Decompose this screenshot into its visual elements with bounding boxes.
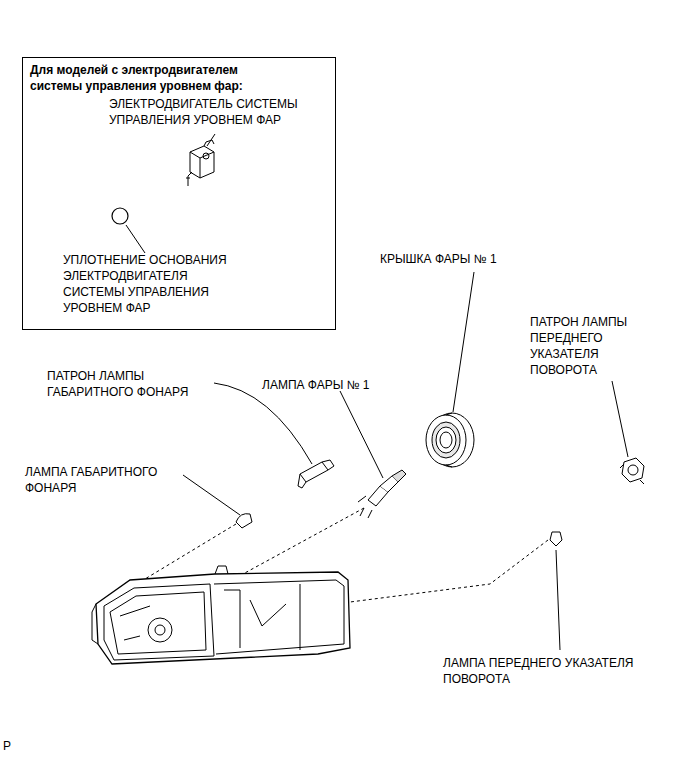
figure-code: P [3, 738, 23, 754]
position-bulb [236, 514, 252, 528]
leveling-motor [186, 140, 214, 186]
note-heading: Для моделей с электродвигателем системы … [30, 62, 280, 94]
headlamp-housing [92, 566, 350, 664]
leader-line [556, 550, 560, 650]
leader-line [126, 225, 145, 253]
part-name: ЛАМПА ФАРЫ № 1 [262, 377, 392, 393]
leader-line [612, 381, 628, 457]
leader-line [340, 391, 383, 478]
headlamp-cover [426, 413, 474, 467]
seal-ring [112, 208, 128, 224]
part-name: ЛАМПА ГАБАРИТНОГО ФОНАРЯ [25, 464, 175, 496]
part-name: КРЫШКА ФАРЫ № 1 [380, 251, 520, 267]
part-name: ЭЛЕКТРОДВИГАТЕЛЬ СИСТЕМЫ УПРАВЛЕНИЯ УРОВ… [109, 96, 314, 128]
part-name: ЛАМПА ПЕРЕДНЕГО УКАЗАТЕЛЯ ПОВОРОТА [443, 655, 678, 687]
turn-socket [620, 458, 644, 484]
note-box: Для моделей с электродвигателем системы … [22, 57, 336, 330]
headlamp-bulb [358, 470, 406, 518]
part-name: ПАТРОН ЛАМПЫ ПЕРЕДНЕГО УКАЗАТЕЛЯ ПОВОРОТ… [530, 314, 630, 378]
position-socket [298, 460, 334, 488]
part-name: УПЛОТНЕНИЕ ОСНОВАНИЯ ЭЛЕКТРОДВИГАТЕЛЯ СИ… [63, 252, 238, 316]
leader-line [207, 134, 215, 146]
leader-line [214, 383, 312, 464]
turn-bulb [550, 532, 562, 546]
part-name: ПАТРОН ЛАМПЫ ГАБАРИТНОГО ФОНАРЯ [47, 368, 212, 400]
leader-line [453, 272, 474, 412]
leader-line [183, 475, 240, 515]
